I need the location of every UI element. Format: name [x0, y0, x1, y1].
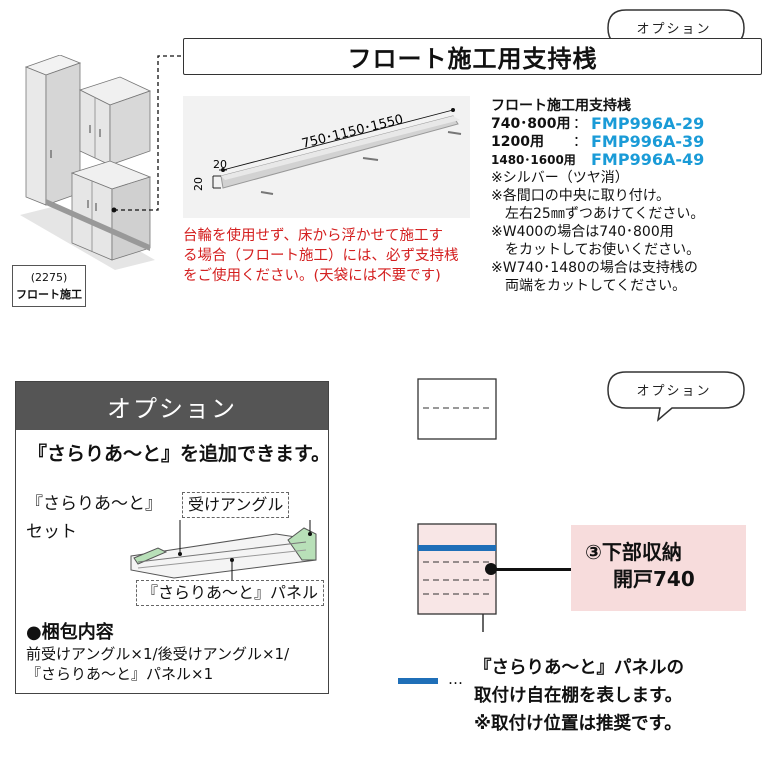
- spec-note: をカットしてお使いください。: [505, 242, 701, 258]
- option-panel: オプション 『さらりあ～と』を追加できます。 『さらりあ～と』 セット 受けアン…: [15, 381, 331, 694]
- cabinet-illustration: [20, 55, 155, 270]
- callout-title: ③下部収納: [585, 540, 682, 564]
- spec-item: 1200用 ： FMP996A-39: [491, 133, 766, 151]
- spec-code: FMP996A-49: [591, 150, 705, 169]
- spec-size: 740･800用: [491, 116, 571, 132]
- package-title: ●梱包内容: [26, 622, 114, 643]
- lower-storage-callout: ③下部収納 開戸740: [571, 525, 746, 611]
- cabinet-label: フロート施工: [16, 288, 82, 301]
- legend-dots: …: [448, 670, 463, 688]
- option-tag-bottom: オプション: [604, 366, 754, 422]
- float-install-note: 台輪を使用せず、床から浮かせて施工す る場合（フロート施工）には、必ず支持桟 を…: [183, 226, 483, 286]
- upper-cabinet-elevation: [417, 378, 497, 440]
- spec-note: ※W400の場合は740･800用: [491, 224, 674, 240]
- height-label: 20: [192, 177, 205, 191]
- cabinet-size: (2275): [30, 271, 68, 284]
- callout-subtitle: 開戸740: [613, 567, 695, 591]
- leader-line: [114, 55, 184, 211]
- spec-note: 両端をカットしてください。: [505, 278, 687, 294]
- width-label: 20: [213, 158, 227, 171]
- page-title: フロート施工用支持桟: [183, 38, 762, 75]
- support-bar-photo: 750･1150･1550 20 20: [183, 96, 470, 218]
- spec-code: FMP996A-29: [591, 114, 705, 133]
- spec-size: 1200用: [491, 134, 544, 150]
- spec-list: フロート施工用支持桟 740･800用 ： FMP996A-29 1200用 ：…: [491, 97, 766, 295]
- spec-item: 1480･1600用 ： FMP996A-49: [491, 151, 766, 169]
- support-bar-diagram: 750･1150･1550 20 20: [192, 108, 462, 195]
- set-label-line: 『さらりあ～と』: [26, 494, 162, 514]
- note-line: る場合（フロート施工）には、必ず支持桟: [183, 248, 459, 264]
- option-panel-subtitle: 『さらりあ～と』を追加できます。: [28, 443, 331, 465]
- spec-size: 1480･1600用: [491, 153, 576, 167]
- spec-note: ※各間口の中央に取り付け。: [491, 188, 671, 204]
- speech-bubble-icon: [607, 371, 745, 422]
- spec-sep: ：: [573, 116, 587, 132]
- spec-code: FMP996A-39: [591, 132, 705, 151]
- note-line: 台輪を使用せず、床から浮かせて施工す: [183, 228, 443, 244]
- note-line: をご使用ください。(天袋には不要です): [183, 268, 441, 284]
- panel-label: 『さらりあ～と』パネル: [136, 580, 325, 606]
- angle-label: 受けアングル: [182, 492, 290, 518]
- spec-note: ※シルバー（ツヤ消）: [491, 170, 629, 186]
- spec-note: 左右25㎜ずつあけてください。: [505, 206, 705, 222]
- option-tag-label: オプション: [636, 384, 712, 399]
- set-label: 『さらりあ～と』 セット: [26, 490, 162, 546]
- package-line: 前受けアングル×1/後受けアングル×1/: [26, 645, 290, 663]
- lower-cabinet-elevation: [417, 523, 497, 632]
- option-panel-header: オプション: [16, 382, 328, 430]
- callout-connector: [491, 568, 571, 571]
- spec-heading: フロート施工用支持桟: [491, 98, 631, 114]
- set-label-line: セット: [26, 522, 77, 542]
- package-contents: 前受けアングル×1/後受けアングル×1/ 『さらりあ～と』パネル×1: [26, 644, 289, 684]
- package-line: 『さらりあ～と』パネル×1: [26, 665, 214, 683]
- legend-blue-bar: [398, 678, 438, 684]
- option-tag-label: オプション: [636, 22, 712, 37]
- legend-line: 『さらりあ～と』パネルの: [474, 658, 684, 678]
- legend-line: ※取付け位置は推奨です。: [474, 714, 682, 734]
- spec-item: 740･800用 ： FMP996A-29: [491, 115, 766, 133]
- shelf-panel-drawing: [130, 520, 317, 582]
- spec-sep: ：: [573, 134, 587, 150]
- legend-line: 取付け自在棚を表します。: [474, 686, 683, 706]
- cabinet-caption: (2275) フロート施工: [12, 265, 86, 307]
- legend-text: 『さらりあ～と』パネルの 取付け自在棚を表します。 ※取付け位置は推奨です。: [474, 654, 684, 738]
- spec-note: ※W740･1480の場合は支持桟の: [491, 260, 698, 276]
